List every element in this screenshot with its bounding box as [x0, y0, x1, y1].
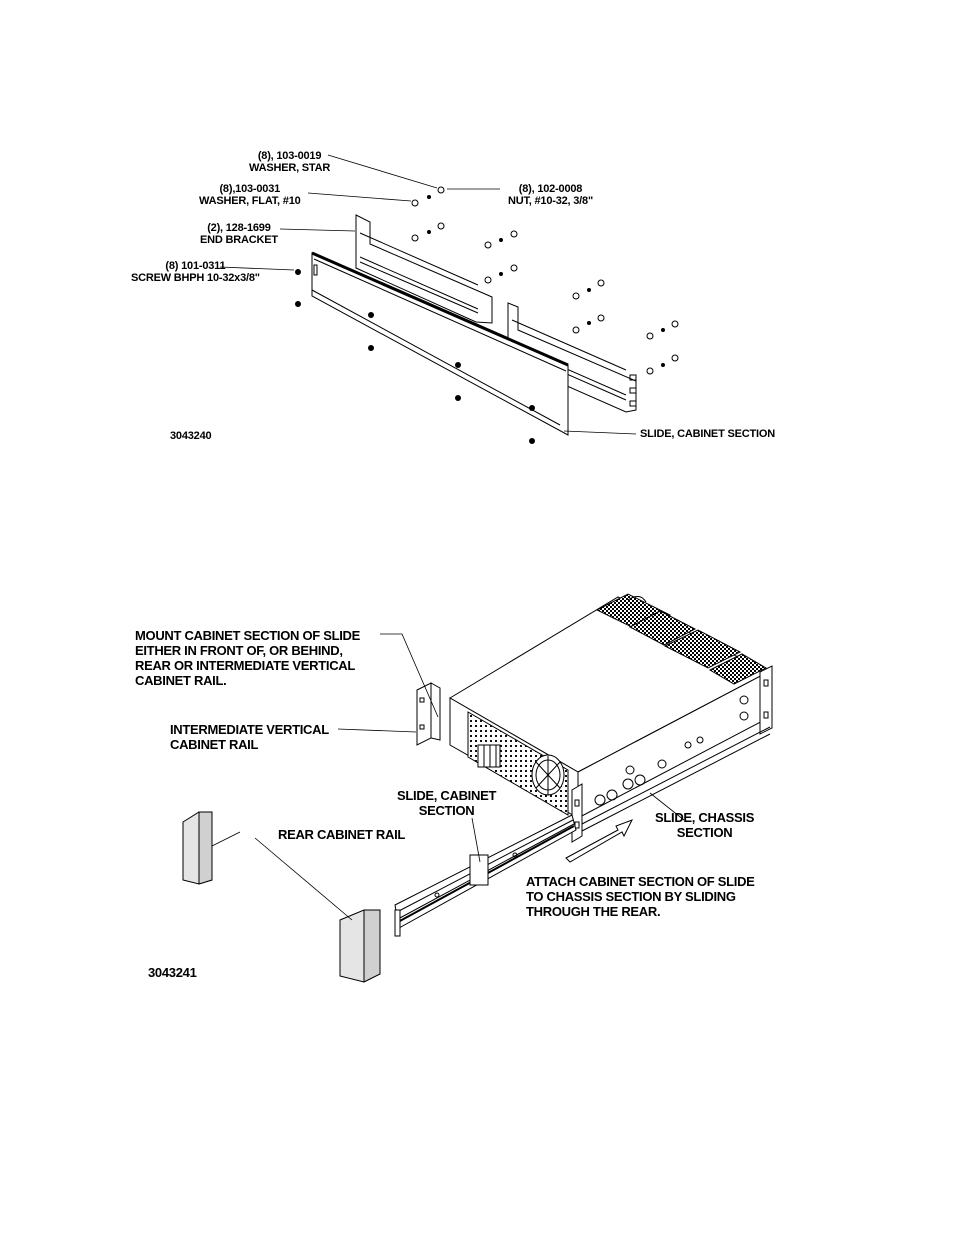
screw-icon — [455, 395, 461, 401]
intermediate-vertical-rail — [417, 683, 431, 745]
intermediate-rail-label: INTERMEDIATE VERTICAL CABINET RAIL — [170, 722, 329, 752]
end-bracket-label: (2), 128-1699 END BRACKET — [200, 222, 278, 246]
end-bracket-left — [356, 215, 492, 323]
drawing-number-2: 3043241 — [148, 965, 197, 980]
slide-direction-arrow-icon — [566, 820, 632, 862]
screw-icon — [368, 312, 374, 318]
slide-cabinet-label: SLIDE, CABINET SECTION — [640, 428, 775, 440]
screw-icon — [529, 438, 535, 444]
attach-note-label: ATTACH CABINET SECTION OF SLIDE TO CHASS… — [526, 874, 755, 919]
rear-cabinet-rail-label: REAR CABINET RAIL — [278, 827, 406, 842]
screw-icon — [295, 301, 301, 307]
nut-label: (8), 102-0008 NUT, #10-32, 3/8" — [508, 183, 593, 207]
slide-cabinet-section-label: SLIDE, CABINET SECTION — [397, 788, 497, 818]
washer-flat-label: (8),103-0031 WASHER, FLAT, #10 — [199, 183, 301, 207]
chassis-front-ear — [760, 666, 772, 734]
mount-note-label: MOUNT CABINET SECTION OF SLIDE EITHER IN… — [135, 628, 361, 688]
drawing-number: 3043240 — [170, 430, 212, 442]
screw-label: (8) 101-0311 SCREW BHPH 10-32x3/8" — [131, 260, 260, 284]
slide-chassis-section-label: SLIDE, CHASSIS SECTION — [655, 810, 755, 840]
washer-star-label: (8), 103-0019 WASHER, STAR — [249, 150, 331, 174]
screw-icon — [529, 405, 535, 411]
screw-icon — [455, 362, 461, 368]
screw-icon — [295, 269, 301, 275]
screw-icon — [368, 345, 374, 351]
